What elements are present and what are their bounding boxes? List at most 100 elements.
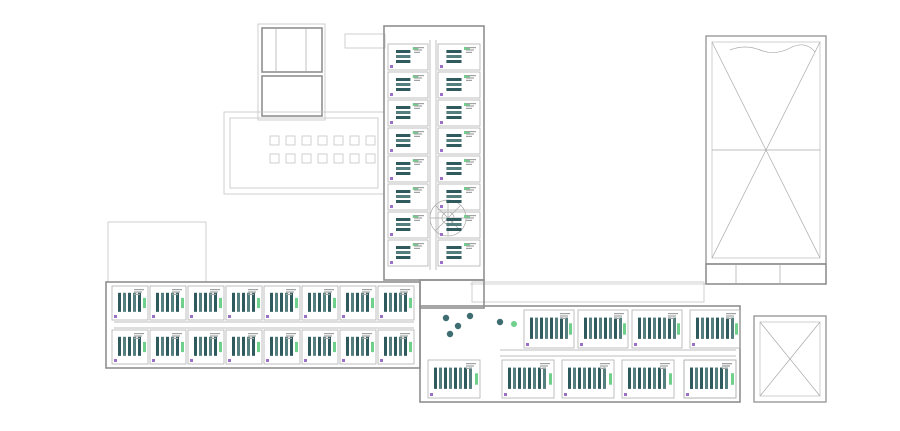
label-line <box>362 289 372 291</box>
label-line <box>466 135 472 137</box>
board-mark <box>731 373 734 385</box>
desk-row <box>396 50 411 53</box>
classroom-west-south-1 <box>111 329 149 365</box>
desk-column <box>589 317 592 339</box>
label-line <box>400 337 406 339</box>
desk-column <box>726 317 729 339</box>
label-line <box>466 219 472 221</box>
desk-column <box>270 336 273 356</box>
board-mark <box>609 373 612 385</box>
desk-column <box>705 367 708 389</box>
desk-column <box>346 336 349 356</box>
desk-row <box>396 111 411 114</box>
label-line <box>134 291 142 293</box>
desk-row <box>396 256 411 259</box>
label-line <box>600 365 608 367</box>
board-mark <box>371 341 374 353</box>
desk-row <box>446 139 462 142</box>
desk-column <box>366 336 369 356</box>
desk-column <box>593 367 596 389</box>
label-line <box>134 293 140 295</box>
label-line <box>414 217 422 219</box>
desk-column <box>668 317 671 339</box>
desk-row <box>446 83 462 86</box>
desk-column <box>533 367 536 389</box>
desk-row <box>446 50 462 53</box>
desk-row <box>446 218 462 221</box>
classroom-west-north-5 <box>263 285 301 321</box>
room-marker <box>440 65 443 68</box>
label-line <box>248 289 258 291</box>
board-mark <box>219 297 222 309</box>
west-yard-outline <box>107 221 207 283</box>
board-mark <box>257 341 260 353</box>
desk-row <box>446 190 462 193</box>
desk-row <box>396 246 411 249</box>
desk-column <box>166 336 169 356</box>
label-line <box>400 335 408 337</box>
room-marker <box>634 343 637 346</box>
classroom-west-south-5 <box>263 329 301 365</box>
desk-column <box>614 317 617 339</box>
desk-column <box>394 336 397 356</box>
desk-column <box>328 336 331 356</box>
board-mark <box>412 47 419 50</box>
desk-column <box>599 317 602 339</box>
desk-column <box>118 336 121 356</box>
classroom-north-west-5 <box>387 155 429 183</box>
desk-column <box>690 367 693 389</box>
board-mark <box>735 323 738 335</box>
desk-column <box>128 336 131 356</box>
room-marker <box>390 149 393 152</box>
desk-column <box>710 367 713 389</box>
board-mark <box>464 243 470 246</box>
desk-row <box>396 134 411 137</box>
label-line <box>414 135 420 137</box>
desk-row <box>446 246 462 249</box>
label-line <box>466 245 474 247</box>
board-mark <box>669 373 672 385</box>
desk-column <box>638 317 641 339</box>
skylights <box>269 135 376 164</box>
label-line <box>134 337 140 339</box>
desk-column <box>275 292 278 312</box>
desk-column <box>290 292 293 312</box>
board-mark <box>409 341 412 353</box>
desk-column <box>449 367 452 389</box>
label-line <box>362 337 368 339</box>
desk-column <box>594 317 597 339</box>
desk-row <box>446 162 462 165</box>
label-line <box>324 293 330 295</box>
desk-column <box>394 292 397 312</box>
classroom-furniture <box>111 43 741 399</box>
table-mark <box>446 330 454 338</box>
board-mark <box>464 75 470 78</box>
desk-column <box>609 317 612 339</box>
desk-column <box>695 367 698 389</box>
label-line <box>466 161 474 163</box>
room-marker <box>504 393 507 396</box>
classroom-north-west-6 <box>387 183 429 211</box>
desk-row <box>446 116 462 119</box>
board-mark <box>181 341 184 353</box>
desk-row <box>396 172 411 175</box>
desk-column <box>583 367 586 389</box>
classroom-west-south-7 <box>339 329 377 365</box>
board-mark <box>569 323 572 335</box>
room-marker <box>304 359 307 362</box>
label-line <box>414 243 424 245</box>
classroom-west-north-8 <box>377 285 415 321</box>
label-line <box>172 291 180 293</box>
corridors <box>114 40 736 357</box>
label-line <box>172 289 182 291</box>
room-marker <box>114 315 117 318</box>
classroom-north-east-3 <box>437 99 481 127</box>
label-line <box>466 49 474 51</box>
classroom-south-south-2 <box>501 359 555 399</box>
desk-column <box>540 317 543 339</box>
label-line <box>614 313 624 315</box>
board-mark <box>412 187 419 190</box>
classroom-north-east-4 <box>437 127 481 155</box>
desk-column <box>214 292 217 312</box>
label-line <box>660 367 666 369</box>
